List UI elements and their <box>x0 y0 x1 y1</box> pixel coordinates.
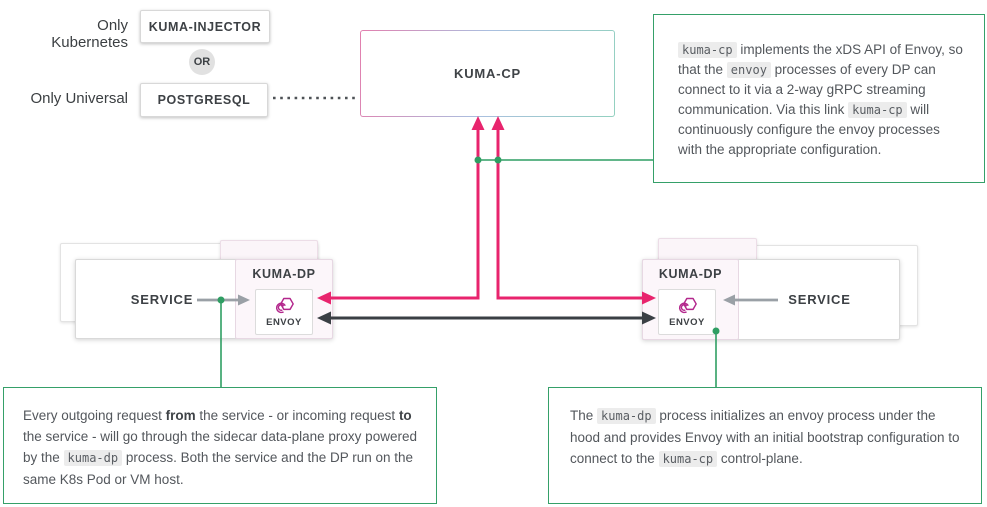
right-service-card: SERVICE KUMA-DP ENVOY <box>642 259 900 340</box>
cp-to-left-envoy-arrow <box>317 116 485 305</box>
bootstrap-annotation-note: The kuma-dp process initializes an envoy… <box>548 387 982 504</box>
left-kuma-dp-panel: KUMA-DP ENVOY <box>235 259 333 339</box>
note-text: control-plane. <box>717 451 803 466</box>
sidecar-annotation-note: Every outgoing request from the service … <box>3 387 437 504</box>
kuma-cp-label: KUMA-CP <box>454 66 521 81</box>
note-text: the service - or incoming request <box>195 408 399 423</box>
code-kuma-cp: kuma-cp <box>678 42 737 58</box>
left-service-label: SERVICE <box>130 291 194 307</box>
note-text: process. Both the service and the DP run… <box>23 450 414 487</box>
bold-from: from <box>165 408 196 423</box>
only-kubernetes-label: Only Kubernetes <box>51 17 128 51</box>
note-text: Every outgoing request <box>23 408 166 423</box>
code-kuma-dp: kuma-dp <box>597 408 656 424</box>
envoy-logo-icon <box>275 297 294 314</box>
note-text: process initializes an envoy process und… <box>570 408 960 466</box>
xds-annotation-text: kuma-cp implements the xDS API of Envoy,… <box>678 40 964 160</box>
right-kuma-dp-label: KUMA-DP <box>658 267 723 281</box>
postgresql-label: POSTGRESQL <box>157 93 251 107</box>
right-service-label: SERVICE <box>788 292 851 307</box>
kuma-injector-node: KUMA-INJECTOR <box>140 10 270 43</box>
right-kuma-dp-panel: KUMA-DP ENVOY <box>642 259 739 340</box>
postgresql-node: POSTGRESQL <box>140 83 268 117</box>
code-kuma-dp: kuma-dp <box>63 450 123 466</box>
envoy-to-envoy-arrow <box>317 311 656 325</box>
note-text: implements the xDS API of Envoy, so that… <box>678 42 963 77</box>
kuma-injector-label: KUMA-INJECTOR <box>148 19 262 34</box>
left-kuma-dp-label: KUMA-DP <box>252 267 316 281</box>
bootstrap-annotation-text: The kuma-dp process initializes an envoy… <box>570 405 963 470</box>
kuma-cp-node: KUMA-CP <box>360 30 615 117</box>
note-text: processes of every DP can connect to it … <box>678 62 936 117</box>
cp-to-right-envoy-arrow <box>491 116 656 305</box>
xds-annotation-note: kuma-cp implements the xDS API of Envoy,… <box>653 14 985 183</box>
bold-to: to <box>398 408 412 423</box>
envoy-logo-icon <box>678 297 697 314</box>
note-text: The <box>570 408 598 423</box>
right-envoy-label: ENVOY <box>669 317 705 328</box>
left-service-card: SERVICE KUMA-DP ENVOY <box>75 259 333 339</box>
code-kuma-cp: kuma-cp <box>658 451 718 467</box>
code-envoy: envoy <box>726 62 771 78</box>
kuma-cp-inner: KUMA-CP <box>361 31 614 116</box>
right-envoy-box: ENVOY <box>658 289 716 335</box>
note-text: the service - will go through the sideca… <box>23 429 417 465</box>
code-kuma-cp: kuma-cp <box>848 102 907 118</box>
left-envoy-label: ENVOY <box>266 317 302 328</box>
left-envoy-box: ENVOY <box>255 289 313 335</box>
or-badge: OR <box>189 49 215 75</box>
note-text: will continuously configure the envoy pr… <box>678 102 940 157</box>
only-universal-label: Only Universal <box>30 90 128 107</box>
sidecar-annotation-text: Every outgoing request from the service … <box>23 405 418 490</box>
xds-annotation-connector <box>474 156 653 164</box>
